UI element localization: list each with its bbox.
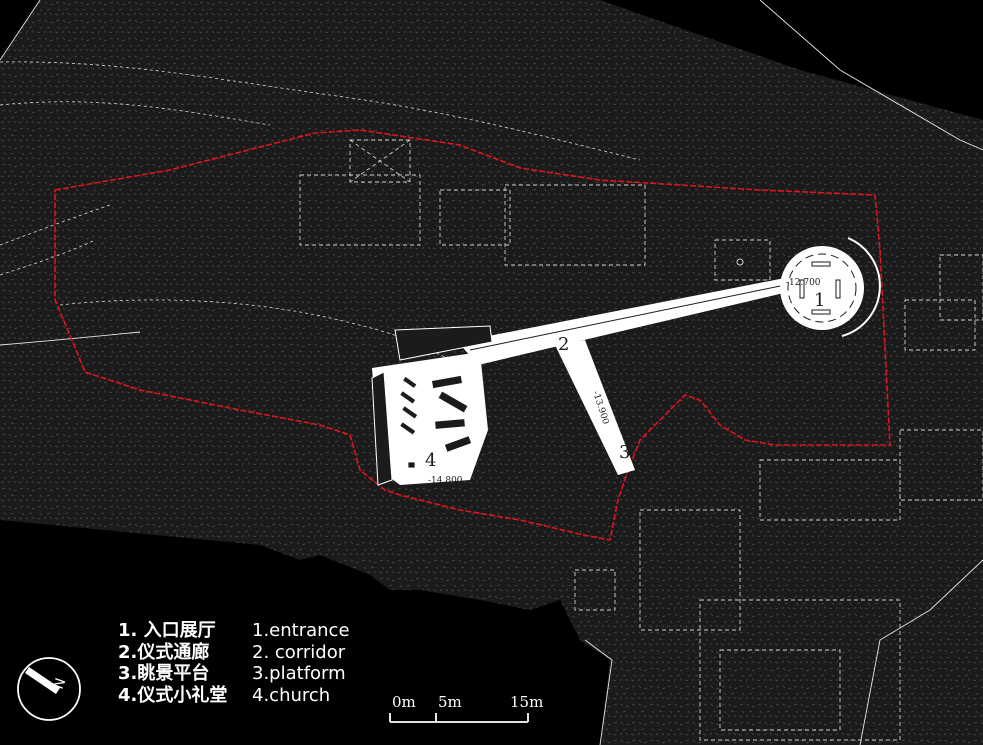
label-corridor-number: 2 <box>558 334 569 355</box>
entrance-rotunda <box>780 246 864 330</box>
church-wall <box>371 371 393 486</box>
north-arrow: N <box>17 657 81 721</box>
scale-label-15: 15m <box>510 693 543 711</box>
corridor-main <box>458 278 788 365</box>
elevation-entrance: -12.700 <box>786 278 821 288</box>
corridor <box>458 278 788 475</box>
scale-label-0: 0m <box>392 693 416 711</box>
legend-en-platform: 3.platform <box>252 663 346 684</box>
church <box>371 325 493 486</box>
entrance-outer-arc <box>841 237 881 337</box>
legend-cn-corridor: 2.仪式通廊 <box>118 641 210 663</box>
church-hall <box>372 352 488 485</box>
entrance-hall <box>780 237 881 337</box>
legend-en-entrance: 1.entrance <box>252 620 350 641</box>
legend-chinese: 1. 入口展厅 2.仪式通廊 3.眺景平台 4.仪式小礼堂 <box>118 620 227 706</box>
corridor-platform-branch <box>555 340 635 475</box>
label-entrance-number: 1 <box>814 290 825 311</box>
legend-english: 1.entrance 2. corridor 3.platform 4.chur… <box>252 620 350 706</box>
church-pews <box>399 374 473 469</box>
label-church-number: 4 <box>425 450 436 471</box>
scale-label-5: 5m <box>438 693 462 711</box>
label-platform-number: 3 <box>619 442 630 463</box>
elevation-church: -14.800 <box>428 476 463 486</box>
north-arrow-symbol: N <box>51 676 70 691</box>
legend-en-corridor: 2. corridor <box>252 641 346 663</box>
site-boundary <box>54 129 891 541</box>
legend-cn-platform: 3.眺景平台 <box>118 663 210 684</box>
terrain-bottom-right <box>640 500 983 745</box>
existing-structures <box>299 139 983 741</box>
church-roof-edge <box>394 325 493 361</box>
site-marker <box>736 258 744 266</box>
scale-bar: 0m 5m 15m <box>389 693 543 723</box>
legend-cn-church: 4.仪式小礼堂 <box>118 684 228 706</box>
legend-cn-entrance: 1. 入口展厅 <box>118 620 216 641</box>
legend-en-church: 4.church <box>252 684 331 706</box>
